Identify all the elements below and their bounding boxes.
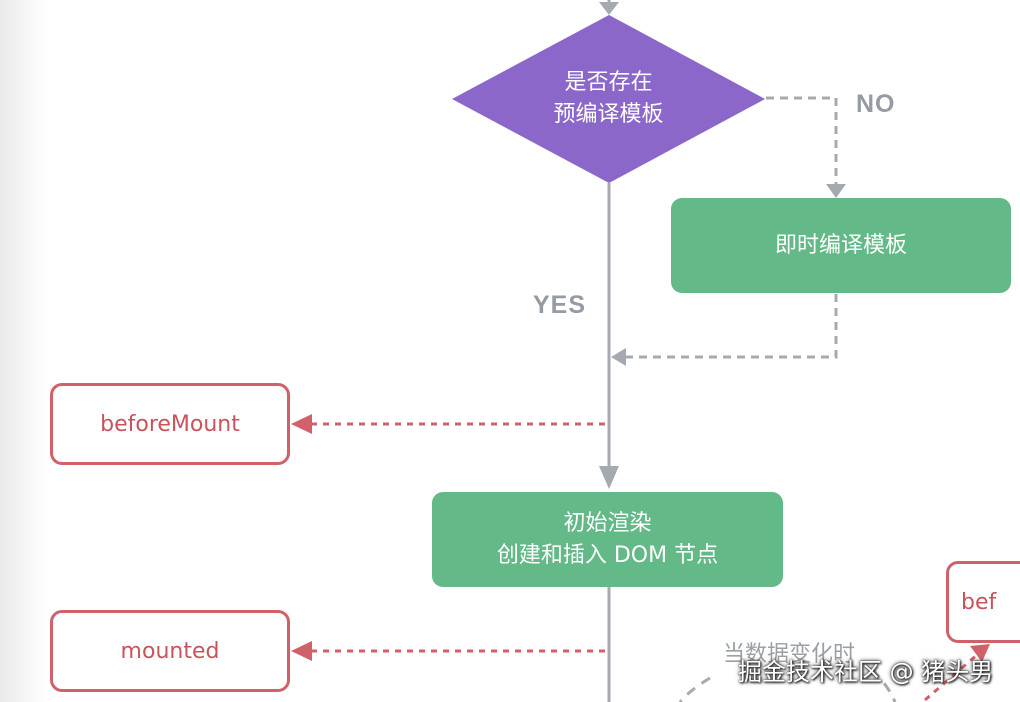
decision-line1: 是否存在 xyxy=(564,70,653,95)
no-label: NO xyxy=(856,90,896,118)
compile-label-wrap: 即时编译模板 xyxy=(671,198,1011,293)
no-branch-arrowhead xyxy=(826,184,846,198)
left-edge-shadow xyxy=(0,0,48,702)
render-box xyxy=(432,492,783,587)
before-mount-box: beforeMount xyxy=(50,383,290,465)
watermark: 掘金技术社区 @ 猪头男 xyxy=(738,658,994,686)
mounted-box: mounted xyxy=(50,610,290,692)
before-update-label: bef xyxy=(961,589,997,615)
return-arrowhead xyxy=(611,348,626,366)
no-branch-line xyxy=(766,96,838,188)
compile-label: 即时编译模板 xyxy=(774,232,907,258)
before-mount-arrowhead xyxy=(291,414,312,434)
yes-arrowhead xyxy=(599,466,619,489)
incoming-arrowhead xyxy=(599,2,619,15)
before-update-arrowhead xyxy=(970,644,990,662)
render-line2: 创建和插入 DOM 节点 xyxy=(496,542,719,568)
mounted-arrowhead xyxy=(291,641,312,661)
mounted-label: mounted xyxy=(120,638,220,664)
decision-line2: 预编译模板 xyxy=(553,102,664,127)
decision-label: 是否存在 预编译模板 xyxy=(452,60,765,138)
render-line1: 初始渲染 xyxy=(563,510,652,536)
decision-diamond xyxy=(452,15,765,183)
update-cycle-arc-left xyxy=(678,676,711,702)
data-change-note: 当数据变化时 xyxy=(723,642,856,667)
return-line xyxy=(624,294,838,359)
compile-box xyxy=(671,198,1011,293)
render-label-wrap: 初始渲染 创建和插入 DOM 节点 xyxy=(432,492,783,587)
update-cycle-arc-right xyxy=(870,668,897,702)
before-update-box: bef xyxy=(946,561,1020,643)
yes-label: YES xyxy=(533,291,587,319)
before-mount-label: beforeMount xyxy=(100,411,240,437)
